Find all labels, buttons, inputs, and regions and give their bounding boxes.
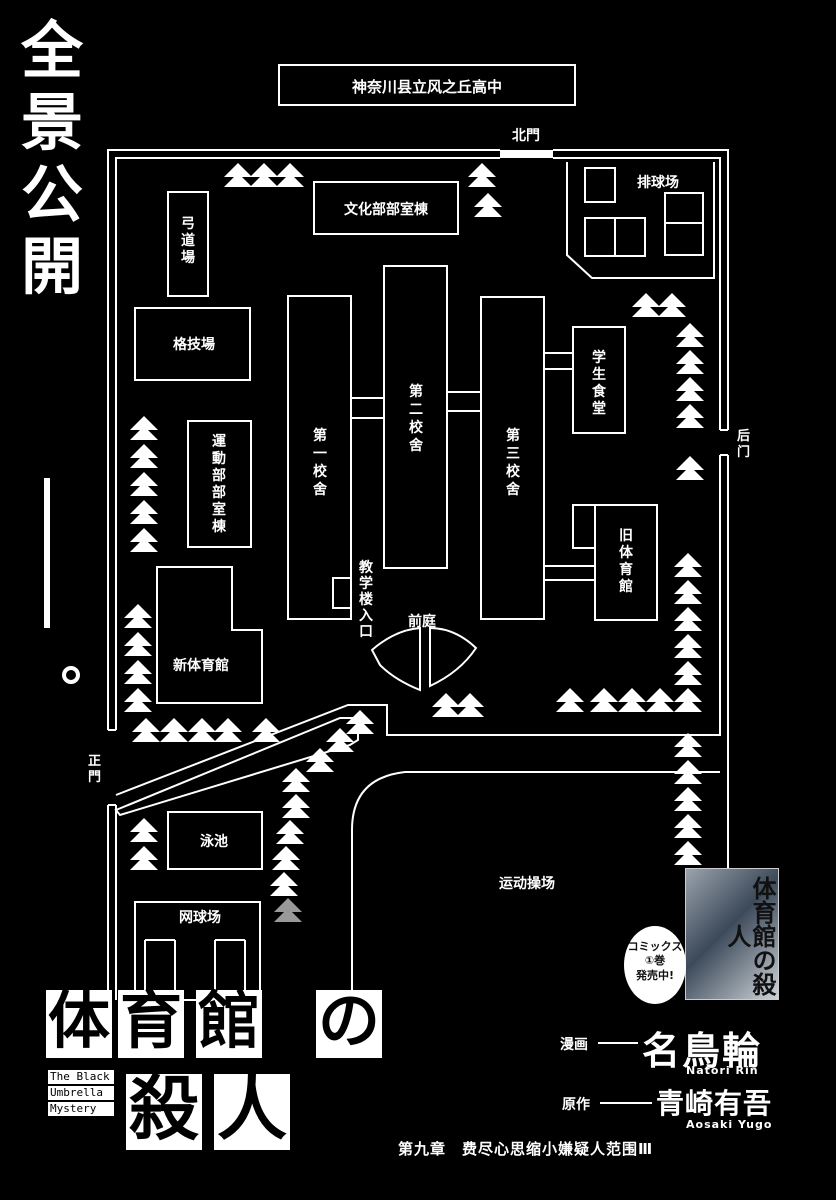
front-garden-label: 前庭 (408, 613, 437, 630)
book-title-char: 殺 (126, 1074, 202, 1150)
title-period (62, 666, 80, 684)
cafeteria-label: 学生食堂 (592, 349, 607, 417)
school2-label: 第二校舍 (408, 383, 424, 454)
title-dash (44, 478, 50, 628)
vertical-title-char: 開 (20, 230, 83, 303)
badge-line: 発売中! (635, 968, 675, 982)
new-gym (156, 566, 263, 704)
vertical-title: 全 景 公 開 (14, 20, 90, 308)
book-title-char: 体 (46, 984, 112, 1058)
english-title: The Black Umbrella Mystery (48, 1070, 114, 1118)
volleyball-label: 排球场 (637, 174, 679, 191)
cover-art (686, 869, 778, 999)
trees (124, 163, 704, 922)
book-title-char: 人 (214, 1074, 290, 1150)
playground-label: 运动操场 (499, 875, 555, 892)
pool-label: 泳池 (200, 833, 228, 850)
chapter-title: 第九章 费尽心思缩小嫌疑人范围Ⅲ (398, 1140, 654, 1158)
old-gym (594, 504, 658, 621)
cover-title: 体育館の殺人 (722, 876, 777, 996)
english-title-line: The Black (48, 1070, 114, 1084)
old-gym-label: 旧体育館 (618, 528, 634, 595)
school-building-3 (480, 296, 545, 620)
original-role: 原作 (562, 1097, 590, 1113)
school1-label: 第一校舍 (312, 427, 328, 498)
tennis-label: 网球场 (179, 909, 221, 926)
cafeteria (572, 326, 626, 434)
school-name-box (278, 64, 576, 106)
badge-line: ①巻 (644, 954, 666, 968)
book-title-char: 育 (118, 984, 184, 1058)
back-gate-label: 后门 (737, 428, 750, 460)
manga-role: 漫画 (560, 1037, 588, 1053)
archery-label: 弓道場 (181, 216, 195, 266)
school-building-1 (287, 295, 352, 620)
entrance-label: 教学楼入口 (359, 559, 374, 640)
manga-romaji: Natori Rin (686, 1064, 759, 1077)
comic-cover: 体育館の殺人 (685, 868, 779, 1000)
school-name: 神奈川县立风之丘高中 (352, 78, 502, 96)
original-name: 青崎有吾 (656, 1087, 773, 1120)
vertical-title-char: 全 (20, 14, 83, 87)
front-garden-left (370, 626, 421, 692)
playground (351, 771, 720, 1000)
credit-dash (600, 1102, 652, 1104)
front-garden-right (429, 626, 478, 688)
release-badge: コミックス ①巻 発売中! (624, 926, 686, 1004)
pool (167, 811, 263, 870)
martial-arts-label: 格技場 (173, 336, 215, 353)
entrance-box (332, 577, 352, 609)
book-title-char: の (316, 984, 382, 1058)
archery-range (167, 191, 209, 297)
vertical-title-char: 公 (20, 158, 83, 231)
sports-club-label: 運動部部室棟 (212, 434, 227, 535)
vertical-title-char: 景 (20, 86, 83, 159)
main-gate-label: 正門 (88, 754, 101, 785)
school3-label: 第三校舍 (505, 427, 521, 498)
english-title-line: Umbrella (48, 1086, 114, 1100)
culture-club-building (313, 181, 459, 235)
book-title-char: 館 (196, 984, 262, 1058)
credit-dash (598, 1042, 638, 1044)
north-gate-label: 北門 (512, 128, 540, 144)
original-romaji: Aosaki Yugo (686, 1118, 773, 1131)
culture-club-label: 文化部部室棟 (344, 201, 429, 218)
badge-line: コミックス (627, 940, 683, 953)
martial-arts-hall (134, 307, 251, 381)
manga-name: 名鳥輪 (642, 1028, 763, 1073)
sports-club-building (187, 420, 252, 548)
north-gate (500, 150, 553, 158)
english-title-line: Mystery (48, 1102, 114, 1116)
new-gym-label: 新体育館 (173, 657, 229, 674)
volleyball-area (566, 162, 715, 279)
